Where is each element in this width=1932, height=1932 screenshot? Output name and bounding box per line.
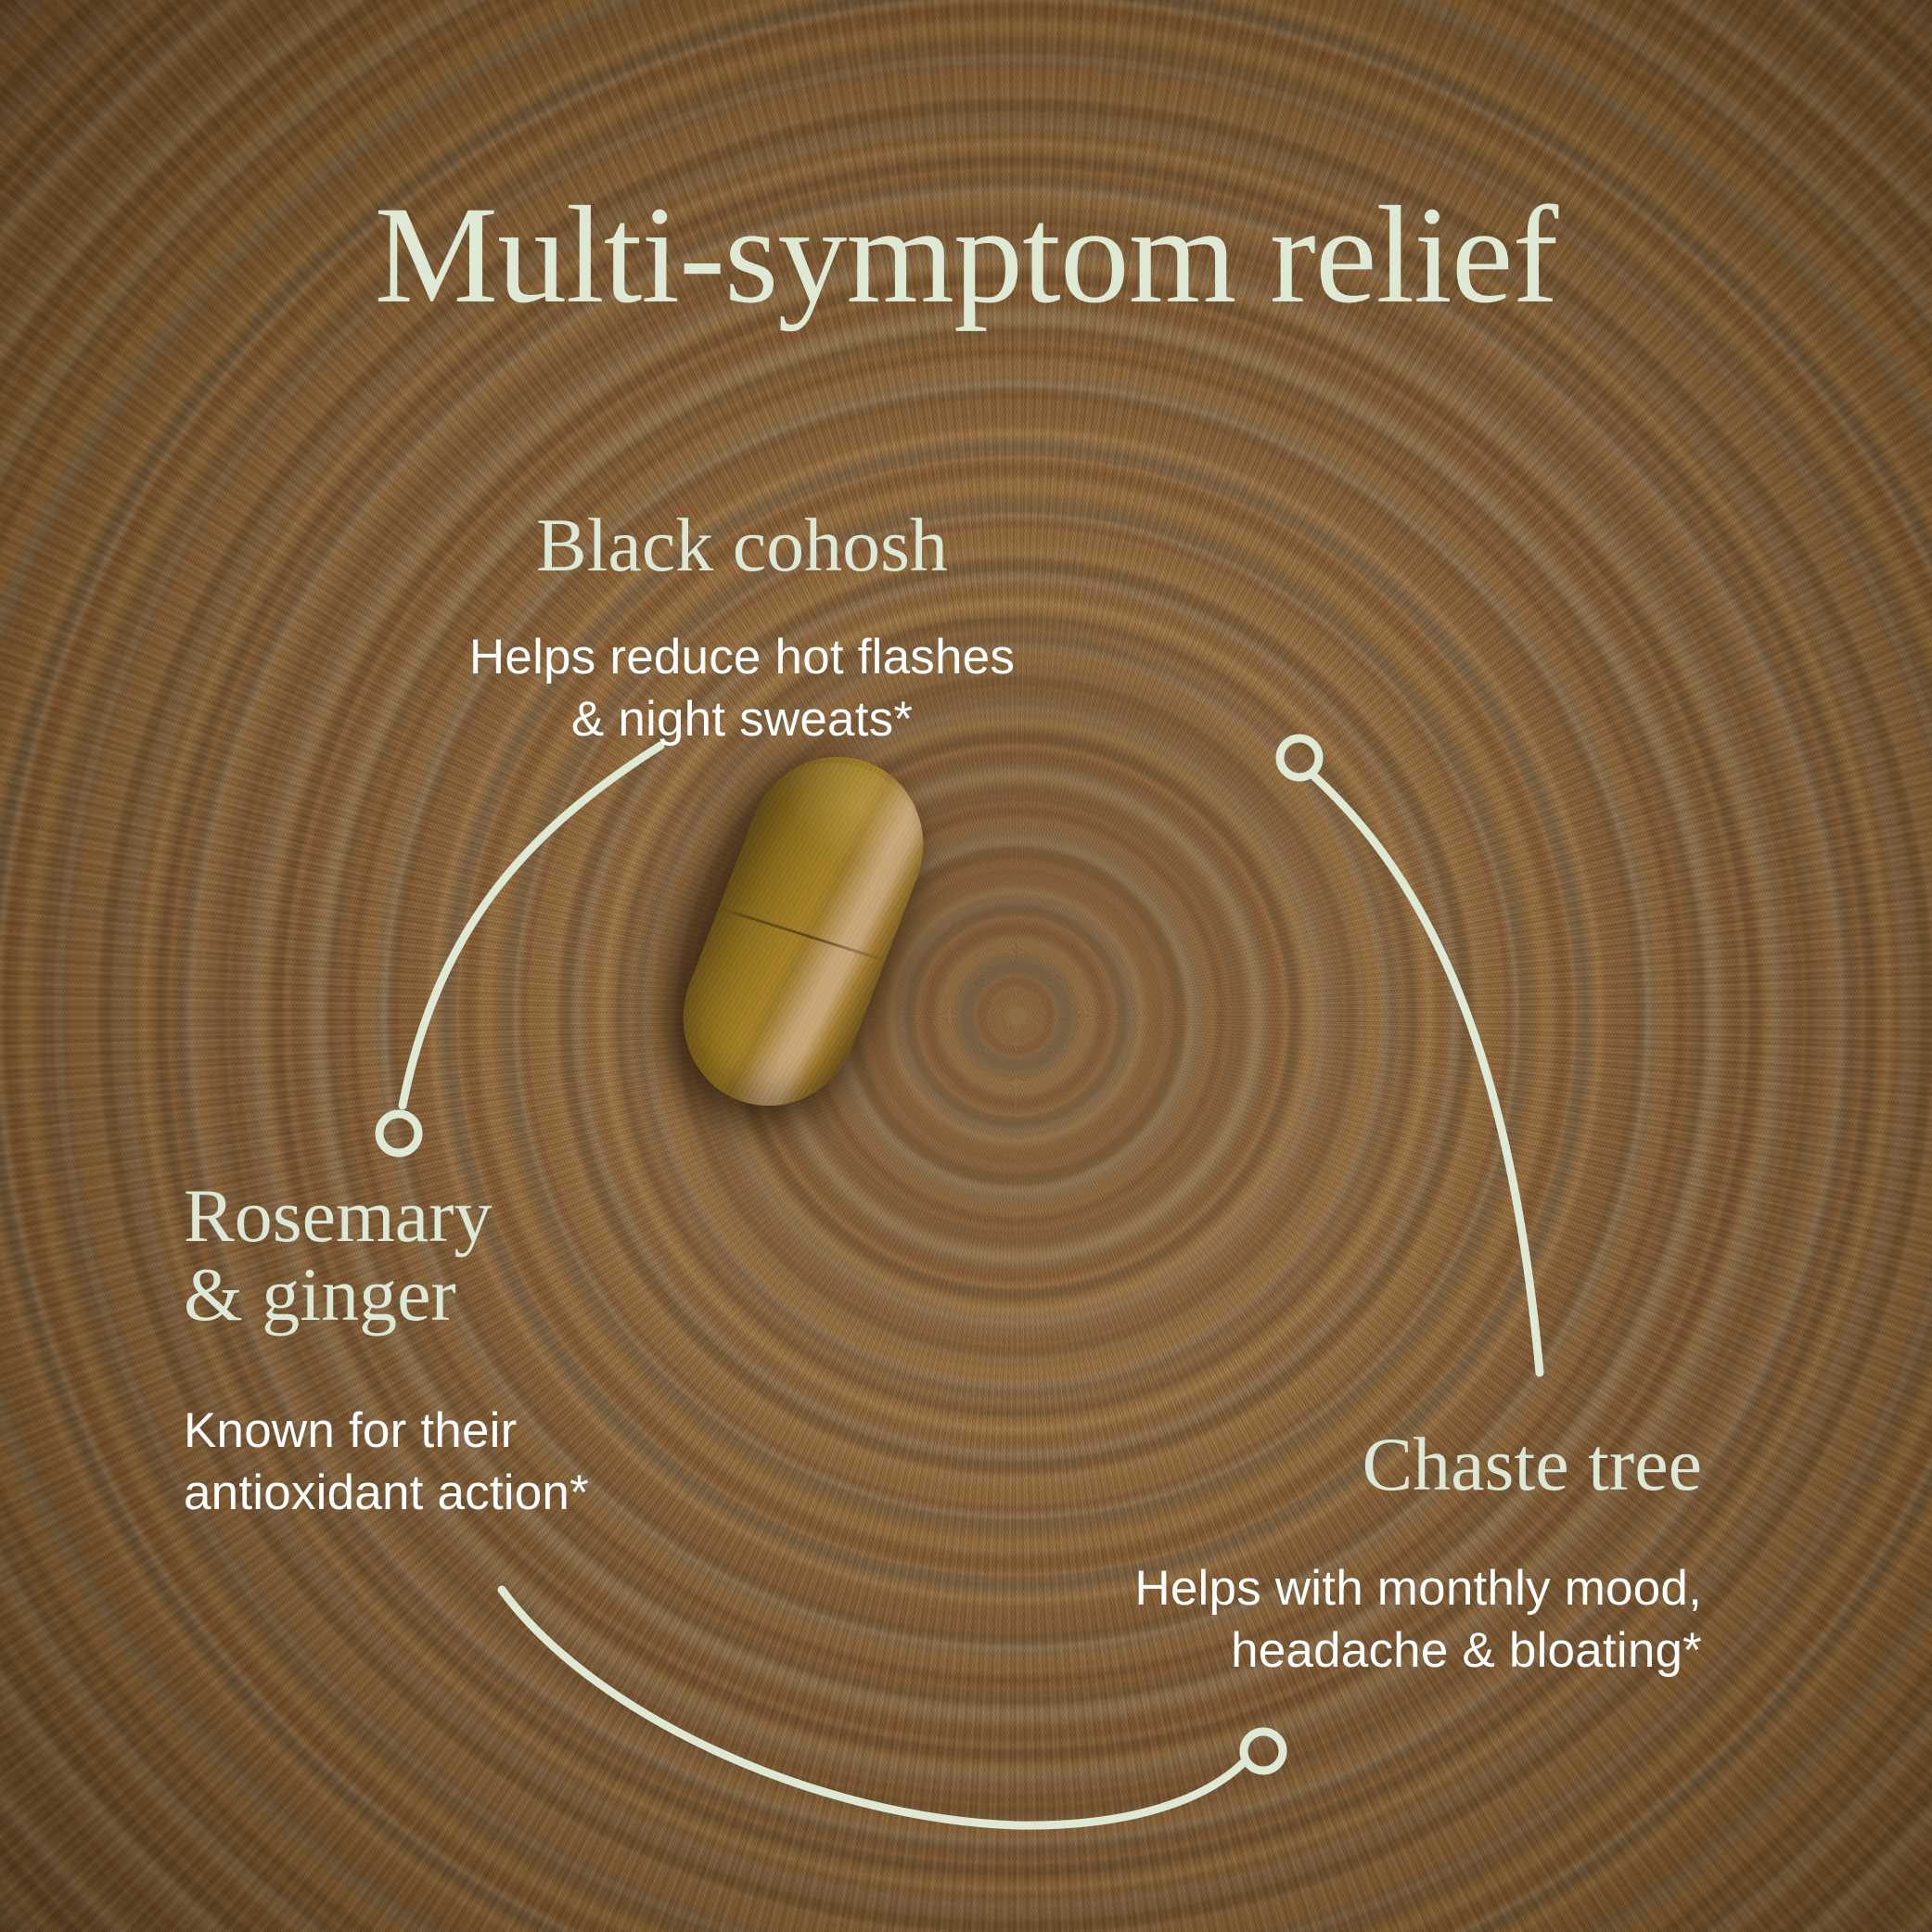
page-title: Multi-symptom relief (374, 178, 1559, 332)
callout-body-line: antioxidant action* (184, 1465, 589, 1520)
callout-body-line: headache & bloating* (1231, 1622, 1702, 1678)
callout-heading-chaste-tree: Chaste tree (1362, 1422, 1702, 1506)
callout-body-line: & night sweats* (570, 691, 914, 747)
callout-body-line: Helps reduce hot flashes (468, 630, 1016, 685)
callout-heading-rosemary-ginger: Rosemary & ginger (184, 1176, 703, 1335)
callout-body-black-cohosh: Helps reduce hot flashes & night sweats* (408, 627, 1076, 751)
callout-body-rosemary-ginger: Known for their antioxidant action* (184, 1401, 777, 1525)
callout-heading-line: & ginger (184, 1252, 456, 1337)
callout-body-chaste-tree: Helps with monthly mood, headache & bloa… (705, 1558, 1702, 1683)
product-capsule (627, 731, 1026, 1132)
callout-body-line: Known for their (184, 1403, 518, 1458)
callout-body-line: Helps with monthly mood, (1134, 1561, 1702, 1616)
callout-heading-line: Rosemary (184, 1173, 493, 1258)
callout-heading-black-cohosh: Black cohosh (535, 503, 949, 587)
